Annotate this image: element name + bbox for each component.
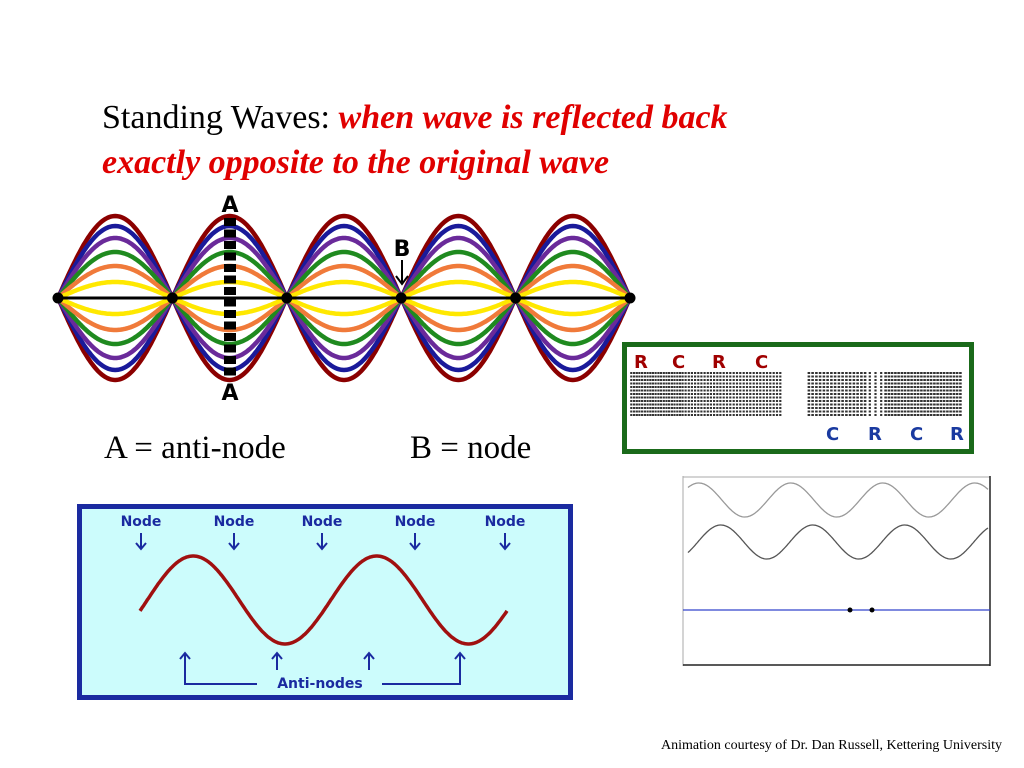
nodes-panel-border bbox=[77, 504, 573, 700]
envelope-lower-6 bbox=[57, 295, 631, 317]
title-emphasis-line1: when wave is reflected back bbox=[338, 99, 728, 136]
envelope-upper-4 bbox=[56, 249, 632, 302]
node-arrow-5 bbox=[499, 533, 511, 551]
two-wave-panel bbox=[682, 476, 994, 668]
node-dot-4 bbox=[395, 292, 407, 304]
node-labels: A = anti-node B = node bbox=[104, 430, 531, 467]
antinode-definition: A = anti-node bbox=[104, 430, 286, 466]
envelope-lower-4 bbox=[56, 294, 632, 347]
envelope-lower-5 bbox=[56, 294, 632, 333]
node-label-5: Node bbox=[485, 514, 526, 530]
nodes-antinodes-panel: Node Node Node Node Node Anti-nodes bbox=[77, 504, 573, 700]
letter-top-1: R bbox=[634, 352, 648, 373]
antinode-bar-segment-8 bbox=[224, 298, 236, 307]
node-dot-3 bbox=[281, 292, 293, 304]
envelope-lower-1 bbox=[55, 292, 633, 383]
antinode-arrow-1 bbox=[179, 651, 191, 670]
node-dot-5 bbox=[510, 292, 522, 304]
node-dot-2 bbox=[166, 292, 178, 304]
title-emphasis-line2: exactly opposite to the original wave bbox=[102, 144, 610, 181]
node-label-4: Node bbox=[395, 514, 436, 530]
credit-line: Animation courtesy of Dr. Dan Russell, K… bbox=[661, 738, 1002, 753]
antinode-bar-segment-3 bbox=[224, 241, 236, 249]
node-dots bbox=[52, 292, 636, 304]
antinode-bar-segment-12 bbox=[224, 344, 236, 353]
letter-bottom-1: C bbox=[826, 424, 839, 445]
envelope-upper-5 bbox=[56, 263, 632, 302]
antinode-bar-segment-5 bbox=[224, 264, 236, 272]
node-arrow-4 bbox=[409, 533, 421, 551]
compression-rarefaction-panel: R C R C C R C R bbox=[622, 342, 974, 454]
node-label-1: Node bbox=[121, 514, 162, 530]
antinode-bar-segment-1 bbox=[224, 218, 236, 226]
node-arrow-1 bbox=[135, 533, 147, 551]
slide-title: Standing Waves: when wave is reflected b… bbox=[102, 95, 862, 185]
node-marker: B bbox=[394, 237, 411, 262]
antinode-bar-segment-2 bbox=[224, 229, 236, 238]
antinode-arrow-3 bbox=[363, 651, 375, 670]
standing-wave-loops bbox=[55, 213, 633, 383]
antinode-marker-top: A bbox=[221, 193, 238, 218]
envelope-upper-3 bbox=[56, 235, 632, 303]
node-marker-arrow bbox=[395, 260, 409, 286]
node-arrows: Node Node Node Node Node bbox=[121, 514, 526, 551]
medium-dot-1 bbox=[847, 607, 853, 613]
node-arrow-3 bbox=[316, 533, 328, 551]
title-plain: Standing Waves: bbox=[102, 99, 331, 136]
antinode-bar-segment-4 bbox=[224, 252, 236, 261]
envelope-upper-6 bbox=[57, 279, 631, 301]
envelope-lower-2 bbox=[55, 292, 633, 373]
antinode-bar-segment-14 bbox=[224, 367, 236, 376]
antinode-arrow-2 bbox=[271, 651, 283, 670]
reflected-wave bbox=[687, 524, 989, 560]
envelope-lower-3 bbox=[56, 293, 632, 361]
antinode-bar-segment-13 bbox=[224, 356, 236, 364]
letter-top-3: R bbox=[712, 352, 726, 373]
two-wave-panel-bg bbox=[682, 476, 994, 668]
node-label-2: Node bbox=[214, 514, 255, 530]
antinode-arrow-4 bbox=[454, 651, 466, 670]
antinode-bracket bbox=[184, 670, 461, 685]
incident-wave bbox=[687, 482, 989, 518]
letter-bottom-4: R bbox=[950, 424, 964, 445]
envelope-upper-2 bbox=[55, 223, 633, 304]
antinode-bar-segment-6 bbox=[224, 275, 236, 284]
node-dot-1 bbox=[52, 292, 64, 304]
antinode-bar-segment-9 bbox=[224, 310, 236, 318]
node-definition: B = node bbox=[410, 430, 532, 466]
letter-bottom-3: C bbox=[910, 424, 923, 445]
antinode-arrows bbox=[179, 651, 466, 685]
node-dot-6 bbox=[624, 292, 636, 304]
antinode-marker-bottom: A bbox=[221, 381, 238, 405]
antinode-bar bbox=[224, 218, 236, 376]
antinode-bar-segment-10 bbox=[224, 321, 236, 330]
compression-lines bbox=[630, 372, 962, 416]
antinodes-label: Anti-nodes bbox=[277, 676, 363, 692]
node-arrow-2 bbox=[228, 533, 240, 551]
medium-dot-2 bbox=[869, 607, 875, 613]
node-label-3: Node bbox=[302, 514, 343, 530]
antinode-bar-segment-7 bbox=[224, 287, 236, 295]
letter-top-2: C bbox=[672, 352, 685, 373]
letter-bottom-2: R bbox=[868, 424, 882, 445]
antinode-bar-segment-11 bbox=[224, 333, 236, 341]
sine-wave bbox=[138, 554, 509, 646]
standing-wave-figure: A A B bbox=[52, 193, 636, 405]
letter-top-4: C bbox=[755, 352, 768, 373]
envelope-upper-1 bbox=[55, 213, 633, 304]
